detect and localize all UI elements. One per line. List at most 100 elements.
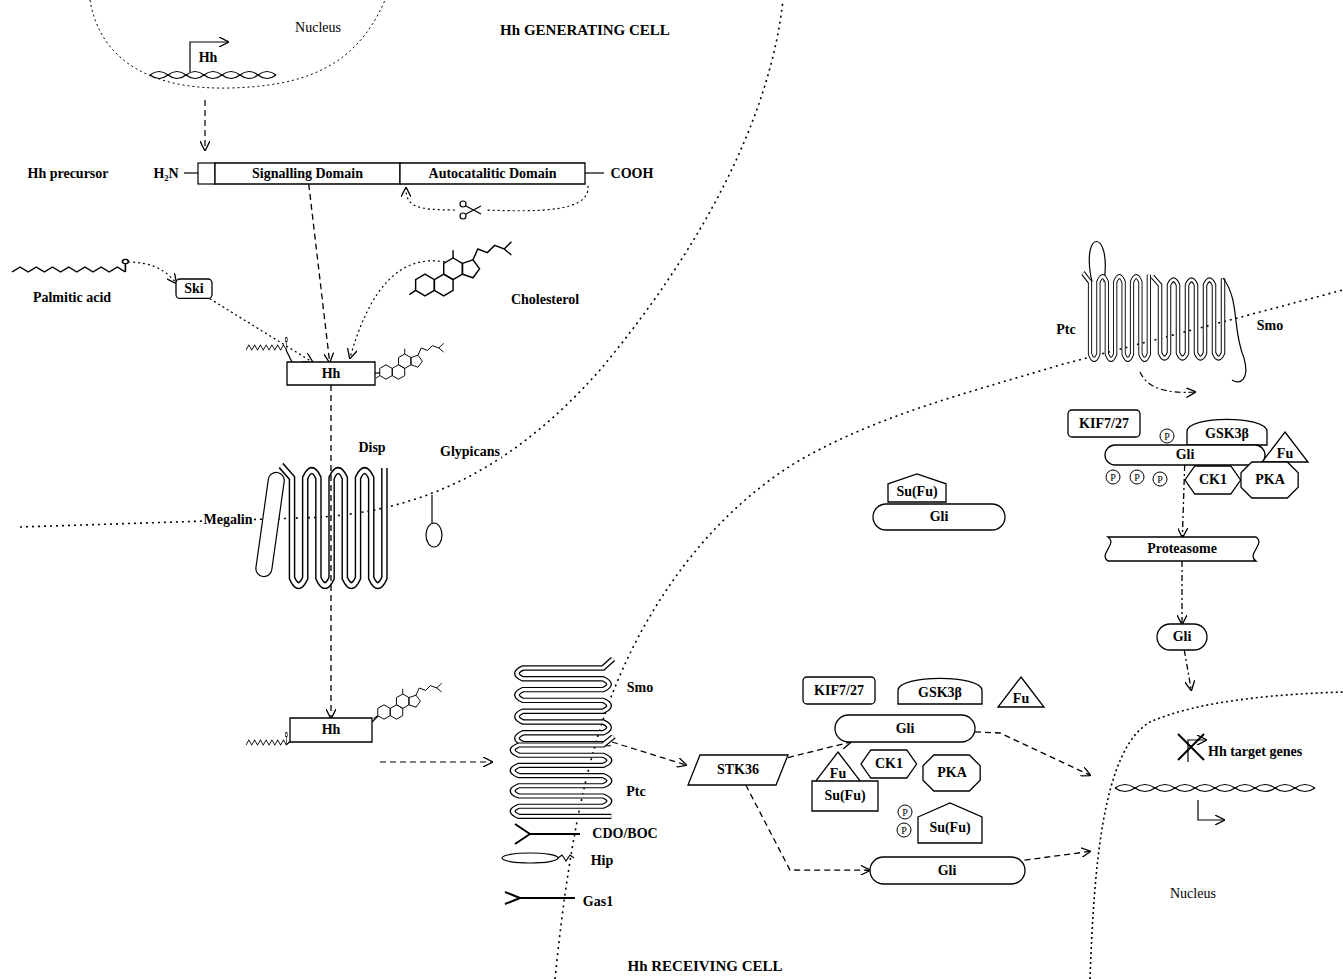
kinase-hexagon: CK1 (861, 750, 917, 778)
gli-pill: Gli (873, 504, 1005, 530)
node-outline (1262, 432, 1308, 462)
node-outline (873, 504, 1005, 530)
node-text: Su(Fu) (896, 484, 937, 499)
node-text: Hh (322, 366, 341, 381)
node-outline (803, 677, 875, 704)
receptor-complex (515, 824, 580, 844)
receptor-complex (517, 659, 613, 744)
text-holder: Proteasome (1100, 537, 1264, 561)
node-outline (400, 163, 585, 184)
kinase-hexagon: CK1 (1185, 466, 1241, 494)
node-outline (1105, 537, 1259, 561)
receptor-complex (380, 659, 686, 904)
node-text: Autocatalitic Domain (429, 166, 557, 181)
lipid-modifications (246, 732, 287, 745)
phosphate-circles (1153, 472, 1167, 486)
node-outline (1185, 466, 1241, 494)
text-holder: STK36 (688, 755, 788, 785)
phosphate-circles (1130, 470, 1144, 484)
lipid-modifications (374, 683, 442, 719)
ligand-box: Hh (290, 718, 372, 742)
precursor-parts (406, 188, 455, 210)
phosphate-label: P (1109, 472, 1117, 483)
precursor-parts (466, 206, 481, 214)
part-label: Hh RECEIVING CELL (626, 958, 783, 975)
fused-triangle: Fu (815, 752, 861, 782)
part-label: Megalin (203, 512, 254, 527)
part-label: Hh (198, 50, 219, 65)
signal-arrow (975, 732, 1090, 775)
text-holder: Su(Fu) (918, 803, 982, 843)
part-label: Hh GENERATING CELL (499, 22, 671, 39)
node-text: STK36 (717, 762, 759, 777)
text-holder: Ski (176, 279, 212, 298)
cell-membrane (20, 0, 1343, 979)
kinesin-box: KIF7/27 (803, 677, 875, 704)
node-outline (287, 362, 375, 385)
text-holder: CK1 (1185, 466, 1241, 494)
node-outline (688, 755, 788, 785)
kinase-octagon: PKA (1241, 462, 1298, 498)
lipid-modifications (128, 262, 176, 283)
node-text: KIF7/27 (1079, 416, 1129, 431)
receptor-complex (558, 855, 574, 861)
node-outline (1090, 692, 1343, 979)
signal-arrow (210, 299, 313, 362)
kinase-parallelogram: STK36 (688, 755, 788, 785)
text-holder: Hh (290, 718, 372, 742)
fused-triangle: Fu (1262, 432, 1308, 462)
part-label: Smo (626, 680, 654, 695)
text-holder: Gli (1157, 624, 1207, 650)
receptor-complex (612, 742, 686, 765)
node-text: CK1 (875, 756, 903, 771)
domain-box: Signalling Domain (215, 163, 400, 184)
receptor-complex (505, 892, 575, 904)
hh-gene (190, 42, 228, 72)
receptor-complex (380, 761, 492, 762)
node-outline (898, 678, 982, 704)
fused-triangle: Fu (998, 677, 1044, 707)
gli-pill: Gli (870, 857, 1025, 884)
node-outline (918, 803, 982, 843)
lipid-modifications (246, 337, 287, 350)
text-holder: Gli (835, 715, 975, 742)
cell-membrane (90, 0, 385, 88)
part-label: Gas1 (582, 894, 614, 909)
phosphate-label: P (1163, 431, 1171, 442)
part-label: Disp (357, 440, 386, 455)
gli-pill: Gli (835, 715, 975, 742)
node-text: CK1 (1199, 472, 1227, 487)
lipid-modifications (375, 372, 380, 373)
text-holder: Fu (1262, 432, 1308, 462)
part-label: COOH (610, 166, 655, 181)
node-outline (215, 163, 400, 184)
node-outline (176, 279, 212, 298)
phosphate-circles (898, 805, 912, 819)
precursor-parts (184, 172, 198, 173)
node-text: Signalling Domain (252, 166, 363, 181)
text-holder: Gli (873, 504, 1005, 530)
text-holder: PKA (1241, 462, 1298, 498)
node-text: Ski (184, 281, 203, 296)
text-holder: Fu (998, 677, 1044, 707)
node-outline (1115, 785, 1315, 792)
node-text: Gli (938, 863, 957, 878)
lipid-modifications (409, 242, 511, 296)
secretion-machinery (255, 466, 442, 586)
inactive-receptor (1083, 273, 1149, 359)
text-holder: Su(Fu) (888, 474, 946, 502)
inactive-receptor (1140, 372, 1195, 392)
phosphate-circles (897, 823, 911, 837)
node-text: Hh (322, 722, 341, 737)
signal-arrow (746, 785, 870, 870)
text-holder: Autocatalitic Domain (400, 163, 585, 184)
node-outline (1068, 410, 1140, 437)
precursor-parts (198, 163, 215, 184)
node-text: Proteasome (1147, 541, 1217, 556)
hh-gene (150, 72, 276, 79)
node-text: Fu (830, 766, 846, 781)
node-text: KIF7/27 (814, 683, 864, 698)
precursor-parts (585, 172, 604, 173)
phosphate-label: P (900, 825, 908, 836)
